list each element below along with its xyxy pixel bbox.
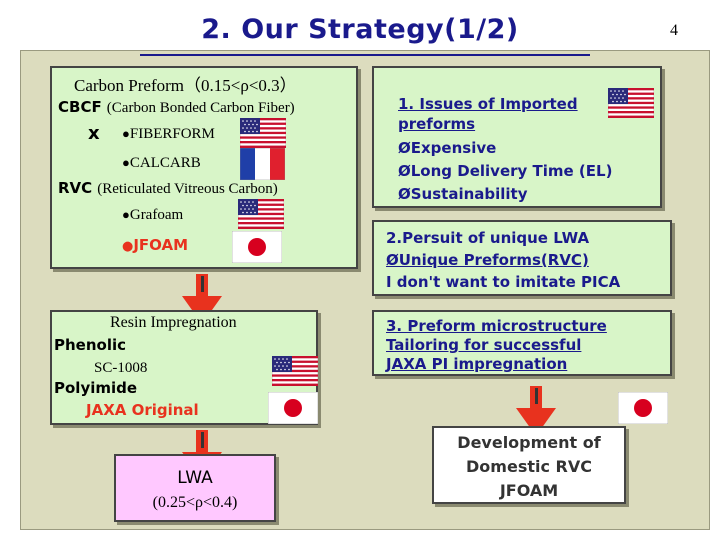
polyimide-label: Polyimide xyxy=(54,379,138,397)
cbcf-description: (Carbon Bonded Carbon Fiber) xyxy=(106,100,295,116)
persuit-line2: ØUnique Preforms(RVC) xyxy=(386,251,589,269)
jfoam-item: ●JFOAM xyxy=(122,236,189,254)
jaxa-original-label: JAXA Original xyxy=(86,401,199,419)
issues-title-line1: 1. Issues of Imported xyxy=(398,95,578,113)
issues-box: 1. Issues of Imported preforms ØExpensiv… xyxy=(372,66,662,208)
resin-impregnation-box: Resin Impregnation Phenolic SC-1008 Poly… xyxy=(50,310,318,425)
development-box: Development of Domestic RVC JFOAM xyxy=(432,426,626,504)
lwa-label: LWA xyxy=(177,468,213,488)
bullet-icon: ● xyxy=(122,239,134,254)
japan-flag-icon xyxy=(232,231,282,263)
development-text: Development of Domestic RVC JFOAM xyxy=(434,431,624,503)
preform-heading: Carbon Preform（0.15<ρ<0.3） xyxy=(74,76,297,95)
sc1008-label: SC-1008 xyxy=(94,360,148,376)
us-flag-icon xyxy=(238,199,284,229)
cross-symbol: x xyxy=(88,123,100,144)
issue-item-expensive: ØExpensive xyxy=(398,139,497,157)
tailoring-box: 3. Preform microstructure Tailoring for … xyxy=(372,310,672,376)
japan-flag-icon xyxy=(268,392,318,424)
persuit-box: 2.Persuit of unique LWA ØUnique Preforms… xyxy=(372,220,672,296)
lwa-box: LWA (0.25<ρ<0.4) xyxy=(114,454,276,522)
france-flag-icon xyxy=(240,148,285,180)
persuit-line1: 2.Persuit of unique LWA xyxy=(386,229,590,247)
tailoring-line2: Tailoring for successful xyxy=(386,336,582,354)
title-underline xyxy=(140,54,590,56)
issues-list: ØExpensive ØLong Delivery Time (EL) ØSus… xyxy=(398,137,612,206)
calcarb-item: ●CALCARB xyxy=(122,155,201,171)
rvc-label: RVC xyxy=(58,179,93,197)
rvc-description: (Reticulated Vitreous Carbon) xyxy=(97,181,278,197)
issues-title: 1. Issues of Imported preforms xyxy=(398,94,578,134)
us-flag-icon xyxy=(272,356,318,386)
issue-item-sustainability: ØSustainability xyxy=(398,185,528,203)
us-flag-icon xyxy=(240,118,286,148)
bullet-icon: ● xyxy=(122,155,130,170)
carbon-preform-box: Carbon Preform（0.15<ρ<0.3） CBCF (Carbon … xyxy=(50,66,358,269)
development-line3: JFOAM xyxy=(499,481,559,500)
persuit-text: 2.Persuit of unique LWA ØUnique Preforms… xyxy=(386,227,620,293)
fiberform-item: ●FIBERFORM xyxy=(122,126,215,142)
cbcf-line: CBCF (Carbon Bonded Carbon Fiber) xyxy=(58,97,295,117)
development-line2: Domestic RVC xyxy=(466,457,592,476)
phenolic-label: Phenolic xyxy=(54,336,127,354)
tailoring-text: 3. Preform microstructure Tailoring for … xyxy=(386,317,607,374)
japan-flag-icon xyxy=(618,392,668,424)
issues-title-line2: preforms xyxy=(398,115,476,133)
page-number: 4 xyxy=(670,22,678,39)
slide-title: 2. Our Strategy(1/2) xyxy=(201,14,519,45)
issue-item-delivery: ØLong Delivery Time (EL) xyxy=(398,162,613,180)
bullet-icon: ● xyxy=(122,126,130,141)
lwa-density-range: (0.25<ρ<0.4) xyxy=(152,494,238,511)
us-flag-icon xyxy=(608,88,654,118)
tailoring-line1: 3. Preform microstructure xyxy=(386,317,607,335)
persuit-line3: I don't want to imitate PICA xyxy=(386,273,621,291)
bullet-icon: ● xyxy=(122,207,130,222)
rvc-line: RVC (Reticulated Vitreous Carbon) xyxy=(58,178,278,198)
development-line1: Development of xyxy=(457,433,601,452)
cbcf-label: CBCF xyxy=(58,98,102,116)
grafoam-item: ●Grafoam xyxy=(122,207,184,223)
resin-heading: Resin Impregnation xyxy=(110,314,237,331)
tailoring-line3: JAXA PI impregnation xyxy=(386,355,568,373)
